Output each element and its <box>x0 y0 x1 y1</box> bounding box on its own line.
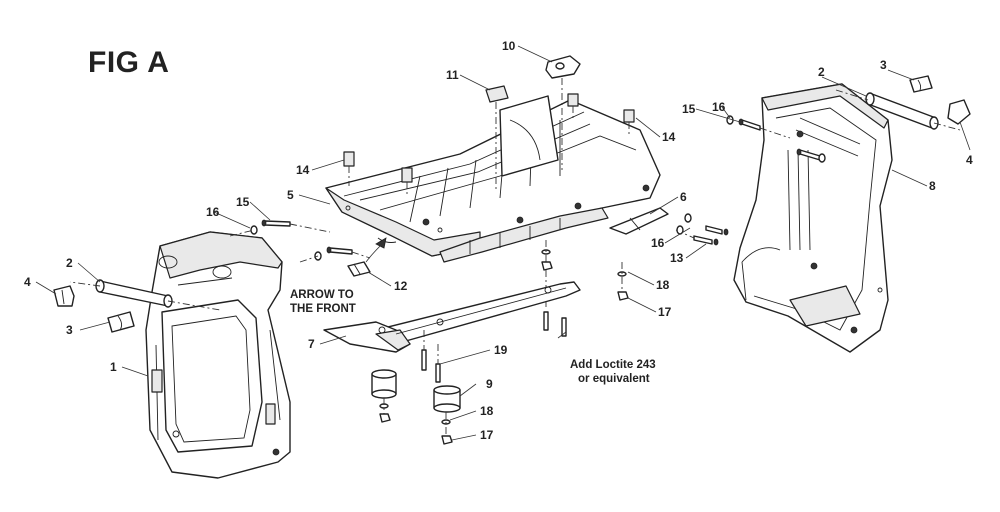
callout-16-left: 16 <box>206 205 220 219</box>
callout-17-lower: 17 <box>480 428 494 442</box>
screw-part-13-upper <box>705 225 729 236</box>
bracket-part-11 <box>485 85 509 190</box>
callout-17-upper: 17 <box>658 305 672 319</box>
callout-14-right: 14 <box>662 130 676 144</box>
rubber-foot-part-9 <box>371 369 461 413</box>
knob-part-10 <box>545 55 581 170</box>
callout-14-left: 14 <box>296 163 310 177</box>
callout-9: 9 <box>486 377 493 391</box>
callout-8: 8 <box>929 179 936 193</box>
figure-title: FIG A <box>88 46 170 79</box>
note-arrow-line-1: ARROW TO <box>290 289 354 301</box>
clip-part-3-right <box>909 75 933 93</box>
callout-3-right: 3 <box>880 58 887 72</box>
callout-4-right: 4 <box>966 153 973 167</box>
washer-part-16-left <box>229 225 322 263</box>
end-cap-part-4-right <box>947 99 971 125</box>
callout-18-lower: 18 <box>480 404 494 418</box>
callout-2-right: 2 <box>818 65 825 79</box>
callout-4-left: 4 <box>24 275 31 289</box>
callout-15-right: 15 <box>682 102 696 116</box>
callout-12: 12 <box>394 279 408 293</box>
callout-13: 13 <box>670 251 684 265</box>
callout-16-right: 16 <box>712 100 726 114</box>
bracket-part-6 <box>609 207 669 235</box>
screw-part-19 <box>421 311 567 383</box>
callout-1: 1 <box>110 360 117 374</box>
screw-part-15-left <box>261 219 371 259</box>
washer-part-16-mid <box>676 213 692 235</box>
leader-lines <box>35 45 971 441</box>
callout-10: 10 <box>502 39 516 53</box>
handle-rod-part-2-left <box>69 279 221 311</box>
callout-7: 7 <box>308 337 315 351</box>
base-tray-part-5 <box>325 95 661 263</box>
bracket-part-14 <box>343 93 635 194</box>
callout-3-left: 3 <box>66 323 73 337</box>
note-arrow-line-2: THE FRONT <box>290 303 356 315</box>
note-loctite-line-1: Add Loctite 243 <box>570 359 656 371</box>
screw-part-13 <box>675 229 719 246</box>
rear-panel-part-8 <box>733 83 893 353</box>
callout-18-upper: 18 <box>656 278 670 292</box>
callout-19: 19 <box>494 343 508 357</box>
washer-part-16-right <box>726 115 826 163</box>
callout-16-mid: 16 <box>651 236 665 250</box>
stand-bar-part-7 <box>323 281 581 353</box>
callout-5: 5 <box>287 188 294 202</box>
note-loctite-line-2: or equivalent <box>578 373 650 385</box>
nut-part-17-lower <box>379 413 453 445</box>
front-direction-arrow <box>365 237 387 263</box>
callout-2-left: 2 <box>66 256 73 270</box>
end-cap-part-4-left <box>53 285 75 307</box>
callout-15-left: 15 <box>236 195 250 209</box>
latch-part-12 <box>347 261 371 277</box>
callout-6: 6 <box>680 190 687 204</box>
callout-11: 11 <box>446 68 459 82</box>
handle-rod-part-2-right <box>835 89 961 131</box>
front-panel-part-1 <box>145 231 291 479</box>
clip-part-3-left <box>107 311 135 333</box>
